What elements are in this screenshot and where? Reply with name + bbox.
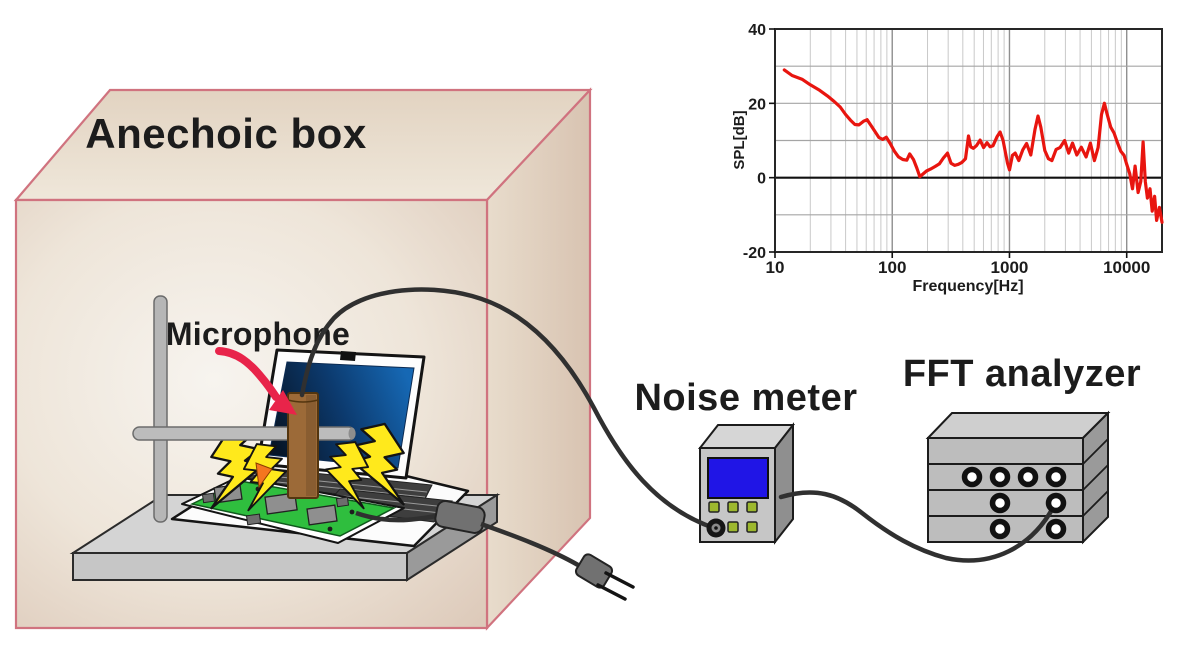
meter-display [707, 457, 769, 499]
fft-analyzer-label: FFT analyzer [903, 353, 1141, 395]
lightning-bolt-icon [325, 441, 370, 510]
x-tick-label: 10 [766, 258, 785, 277]
noise-meter: Noise meter [634, 377, 857, 545]
fft-connector [961, 466, 983, 488]
meter-button [746, 521, 758, 533]
table-front [72, 552, 408, 581]
chart-y-axis-label: SPL[dB] [731, 110, 748, 169]
webcam-icon [340, 351, 356, 361]
x-tick-label: 1000 [991, 258, 1029, 277]
chart-line [782, 68, 1164, 224]
fft-connector [1045, 466, 1067, 488]
mic-stand-arm [132, 426, 356, 441]
microphone-pointer-arrow [215, 347, 280, 401]
power-cable-assembly [355, 500, 635, 601]
meter-button [727, 521, 739, 533]
anechoic-box-label: Anechoic box [85, 110, 367, 157]
pcb-pad [349, 509, 355, 515]
y-tick-label: 40 [748, 22, 766, 39]
plug-prong [596, 583, 627, 601]
chip-small [201, 492, 216, 504]
chart-border [774, 28, 1163, 253]
chart-tickmarks [769, 28, 1128, 258]
fft-side-seam [1082, 490, 1109, 517]
chart-x-tick-labels: 10 100 1000 10000 [766, 258, 1151, 277]
y-tick-label: 0 [757, 171, 766, 188]
fft-side-seam [1082, 438, 1109, 465]
meter-button [727, 501, 739, 513]
pcb-pad [327, 526, 333, 532]
y-tick-label: 20 [748, 96, 766, 113]
power-cable [480, 521, 580, 567]
x-tick-label: 10000 [1103, 258, 1150, 277]
orange-marker-icon [255, 462, 273, 489]
spl-chart: 10 100 1000 10000 -20 0 20 40 Frequency[Hz] SP… [731, 22, 1164, 295]
fft-connector [989, 518, 1011, 540]
ac-adapter [434, 500, 486, 534]
signal-cable [778, 490, 1057, 563]
mic-stand-pole [153, 295, 168, 523]
fft-connectors [961, 466, 1067, 540]
mic-stand-arm-cap [348, 427, 356, 440]
knob-dot [714, 526, 718, 530]
microphone-label: Microphone [166, 316, 350, 352]
meter-button [746, 501, 758, 513]
plug-prong [604, 571, 635, 589]
microphone-shading [306, 395, 316, 496]
chip-small [245, 513, 262, 526]
power-cable [355, 510, 437, 523]
chart-x-axis-label: Frequency[Hz] [912, 278, 1023, 295]
fft-connector [989, 492, 1011, 514]
fft-connector [1045, 518, 1067, 540]
fft-connector [1017, 466, 1039, 488]
fft-side-seam [1082, 464, 1109, 491]
meter-button [708, 501, 720, 513]
fft-rack-slab [927, 437, 1084, 465]
chart-y-tick-labels: -20 0 20 40 [743, 22, 766, 262]
fft-top-face [925, 412, 1111, 439]
arrowhead-icon [269, 390, 297, 415]
lightning-bolt-icon [210, 426, 264, 510]
lightning-bolt-icon [351, 422, 405, 506]
y-tick-label: -20 [743, 245, 766, 262]
microphone-cable [299, 287, 717, 531]
fft-connector [989, 466, 1011, 488]
x-tick-label: 100 [878, 258, 906, 277]
microphone-cap-line [287, 399, 319, 403]
chip [306, 504, 338, 526]
noise-meter-label: Noise meter [634, 377, 857, 419]
fft-analyzer: FFT analyzer [903, 353, 1141, 545]
meter-input-knob [706, 518, 726, 538]
chip-small [335, 496, 350, 508]
power-plug [574, 553, 614, 589]
fft-connector [1045, 492, 1067, 514]
